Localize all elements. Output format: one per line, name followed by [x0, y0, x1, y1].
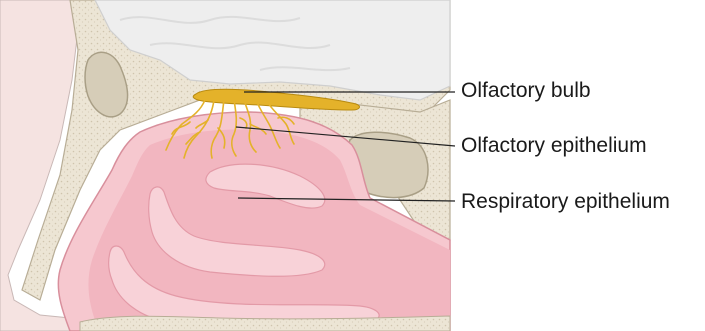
palate-bone: [80, 316, 450, 331]
respiratory-epithelium-label: Respiratory epithelium: [461, 191, 670, 212]
olfactory-epithelium-label: Olfactory epithelium: [461, 135, 647, 156]
olfactory-bulb-label: Olfactory bulb: [461, 80, 591, 101]
